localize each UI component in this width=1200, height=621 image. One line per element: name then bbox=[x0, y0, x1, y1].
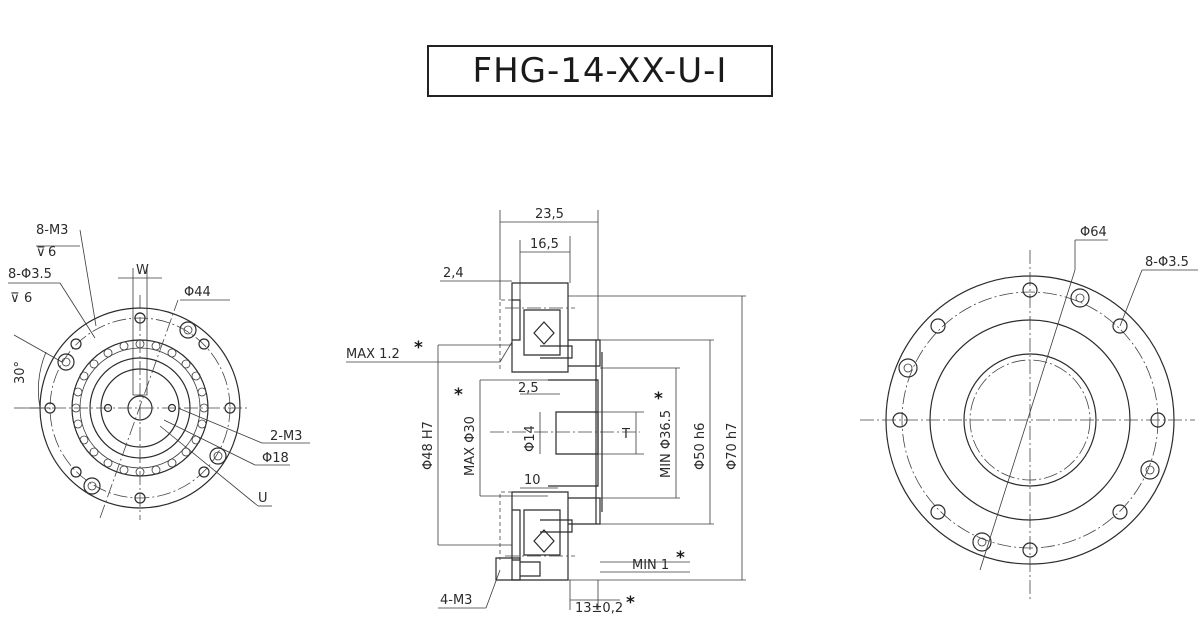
section-view: 23,5 16,5 2,4 MAX 1.2 * 2,5 Φ48 H7 MAX Φ… bbox=[346, 207, 746, 616]
label-w: W bbox=[136, 263, 149, 278]
dim-max-1-2: MAX 1.2 bbox=[346, 347, 400, 362]
dim-d50-h6: Φ50 h6 bbox=[693, 423, 708, 470]
depth-symbol-icon: ⊽ bbox=[10, 291, 20, 306]
dim-max-d30: MAX Φ30 bbox=[463, 416, 478, 476]
dim-t: T bbox=[621, 427, 630, 442]
dim-min-1: MIN 1 bbox=[632, 558, 669, 573]
dim-min-d36-5: MIN Φ36.5 bbox=[659, 410, 674, 478]
asterisk-max-d30: * bbox=[454, 385, 463, 405]
asterisk-13: * bbox=[626, 593, 635, 613]
asterisk-max-1-2: * bbox=[414, 338, 423, 358]
asterisk-min-1: * bbox=[676, 548, 685, 568]
depth-symbol-icon: ⊽ bbox=[36, 245, 46, 260]
dim-4-m3: 4-M3 bbox=[440, 593, 472, 608]
dim-2-4: 2,4 bbox=[443, 266, 464, 281]
label-d64: Φ64 bbox=[1080, 225, 1107, 240]
dim-2-5: 2,5 bbox=[518, 381, 539, 396]
model-title: FHG-14-XX-U-I bbox=[427, 45, 773, 97]
label-30-deg: 30° bbox=[13, 361, 28, 384]
label-8-d3-5-right: 8-Φ3.5 bbox=[1145, 255, 1189, 270]
label-2-m3: 2-M3 bbox=[270, 429, 302, 444]
label-u: U bbox=[258, 491, 268, 506]
dim-d70-h7: Φ70 h7 bbox=[725, 423, 740, 470]
inner-circle-2 bbox=[963, 353, 1097, 487]
right-view: Φ64 8-Φ3.5 bbox=[860, 225, 1198, 600]
label-8-d3-5: 8-Φ3.5 bbox=[8, 267, 52, 282]
label-thru-depth: 6 bbox=[24, 291, 32, 306]
bearing-rollers bbox=[71, 339, 209, 477]
asterisk-min-d36-5: * bbox=[654, 389, 663, 409]
label-8-m3: 8-M3 bbox=[36, 223, 68, 238]
right-bolt-holes bbox=[892, 282, 1166, 558]
label-d18: Φ18 bbox=[262, 451, 289, 466]
dim-10: 10 bbox=[524, 473, 541, 488]
left-view: 8-M3 6 ⊽ 8-Φ3.5 6 ⊽ W Φ44 30° 2-M3 Φ18 U bbox=[8, 223, 310, 520]
dim-13: 13±0,2 bbox=[575, 601, 623, 616]
dim-d48-h7: Φ48 H7 bbox=[421, 421, 436, 470]
label-d44: Φ44 bbox=[184, 285, 211, 300]
dim-16-5: 16,5 bbox=[530, 237, 559, 252]
label-m3-depth: 6 bbox=[48, 245, 56, 260]
dim-23-5: 23,5 bbox=[535, 207, 564, 222]
dim-d14: Φ14 bbox=[523, 425, 538, 452]
